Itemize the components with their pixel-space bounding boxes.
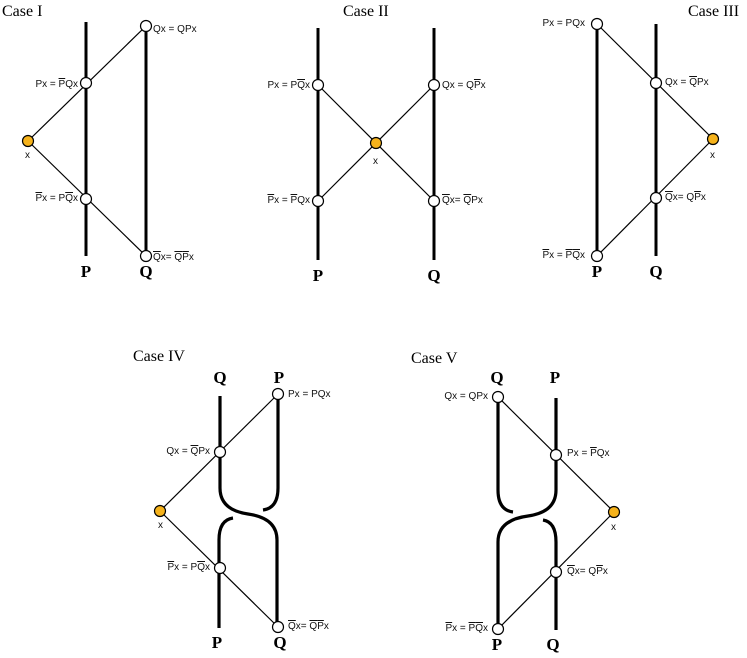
- case-3-node-p-top: [590, 17, 604, 31]
- case-4-top-label-p: P: [273, 368, 285, 387]
- case-3-x-node: [706, 132, 720, 146]
- case-3-title: Case III: [688, 3, 740, 20]
- case-4-eq-p-top: Px = PQx: [288, 389, 331, 400]
- case-1-eq-p-lower: Px = PQx: [35, 193, 78, 204]
- case-2-eq-q-lower: Qx= QPx: [442, 195, 483, 206]
- case-3-eq-p-top: Px = PQx: [542, 18, 585, 29]
- case-5-title: Case V: [411, 350, 458, 367]
- case-4-node-q-bottom: [271, 620, 285, 634]
- case-4-node-p-top: [271, 387, 285, 401]
- case-1-node-q-bottom: [139, 249, 153, 263]
- case-4-eq-q-bottom: Qx= QPx: [288, 621, 329, 632]
- case-5-x-node: [607, 505, 621, 519]
- case-1-eq-p-upper: Px = PQx: [35, 79, 78, 90]
- case-5-top-label-q: Q: [490, 368, 504, 387]
- case-2-node-p-lower: [311, 194, 325, 208]
- case-1-label-q: Q: [139, 262, 153, 281]
- case-2-node-q-lower: [427, 194, 441, 208]
- case-3-eq-q-upper: Qx = QPx: [665, 77, 709, 88]
- case-1-title: Case I: [2, 3, 43, 20]
- case-4-bottom-label-p: P: [211, 633, 223, 652]
- case-5-eq-p-bottom: Px = PQx: [445, 623, 488, 634]
- case-2-node-q-upper: [427, 78, 441, 92]
- case-5-q-strand-lower: [542, 518, 558, 630]
- case-1-node-p-lower: [79, 192, 93, 206]
- case-1-node-p-upper: [79, 76, 93, 90]
- case-5-top-label-p: P: [549, 368, 561, 387]
- case-3-node-q-lower: [649, 191, 663, 205]
- case-5-eq-q-lower: Qx= QPx: [567, 566, 608, 577]
- case-1-x-node: [21, 134, 35, 148]
- case-2-x-label: x: [373, 156, 378, 167]
- case-3-x-label: x: [710, 150, 715, 161]
- case-2-node-p-upper: [311, 78, 325, 92]
- case-5-eq-p-upper: Px = PQx: [567, 448, 610, 459]
- case-4-eq-p-lower: Px = PQx: [167, 562, 210, 573]
- case-4-node-p-lower: [213, 561, 227, 575]
- case-2-label-p: P: [312, 266, 324, 285]
- case-5-node-p-bottom: [491, 622, 505, 636]
- case-4-x-label: x: [158, 520, 163, 531]
- case-4-node-q-upper: [213, 445, 227, 459]
- case-5-q-strand-upper: [496, 398, 514, 514]
- case-3-node-p-bottom: [590, 249, 604, 263]
- case-5-x-label: x: [611, 522, 616, 533]
- case-4-x-node: [153, 504, 167, 518]
- case-4-p-strand-lower: [217, 516, 234, 628]
- case-1-x-label: x: [25, 150, 30, 161]
- case-4-q-strand: [218, 396, 279, 626]
- case-1-eq-q-top: Qx = QPx: [153, 24, 197, 35]
- case-5-p-strand: [496, 398, 558, 628]
- case-2-eq-p-upper: Px = PQx: [267, 80, 310, 91]
- case-2-label-q: Q: [427, 266, 441, 285]
- case-4-title: Case IV: [133, 348, 185, 365]
- case-1-node-q-top: [139, 19, 153, 33]
- case-2-title: Case II: [343, 3, 389, 20]
- case-1-label-p: P: [80, 262, 92, 281]
- case-5-node-p-upper: [549, 448, 563, 462]
- case-4-p-strand-upper: [262, 396, 280, 512]
- case-2-x-node: [369, 136, 383, 150]
- case-3-eq-p-bottom: Px = PQx: [542, 250, 585, 261]
- case-4-eq-q-upper: Qx = QPx: [166, 446, 210, 457]
- case-5-node-q-lower: [549, 565, 563, 579]
- case-3-label-q: Q: [649, 262, 663, 281]
- case-3-eq-q-lower: Qx= QPx: [665, 192, 706, 203]
- case-1-eq-q-bottom: Qx= QPx: [153, 252, 194, 263]
- case-5-bottom-label-p: P: [491, 635, 503, 654]
- case-3-node-q-upper: [649, 76, 663, 90]
- case-4-top-label-q: Q: [213, 368, 227, 387]
- case-2-eq-p-lower: Px = PQx: [267, 195, 310, 206]
- case-5-bottom-label-q: Q: [546, 635, 560, 654]
- case-2-eq-q-upper: Qx = QPx: [442, 80, 486, 91]
- case-3-label-p: P: [591, 262, 603, 281]
- case-4-bottom-label-q: Q: [273, 633, 287, 652]
- case-5-node-q-top: [491, 390, 505, 404]
- case-5-eq-q-top: Qx = QPx: [444, 391, 488, 402]
